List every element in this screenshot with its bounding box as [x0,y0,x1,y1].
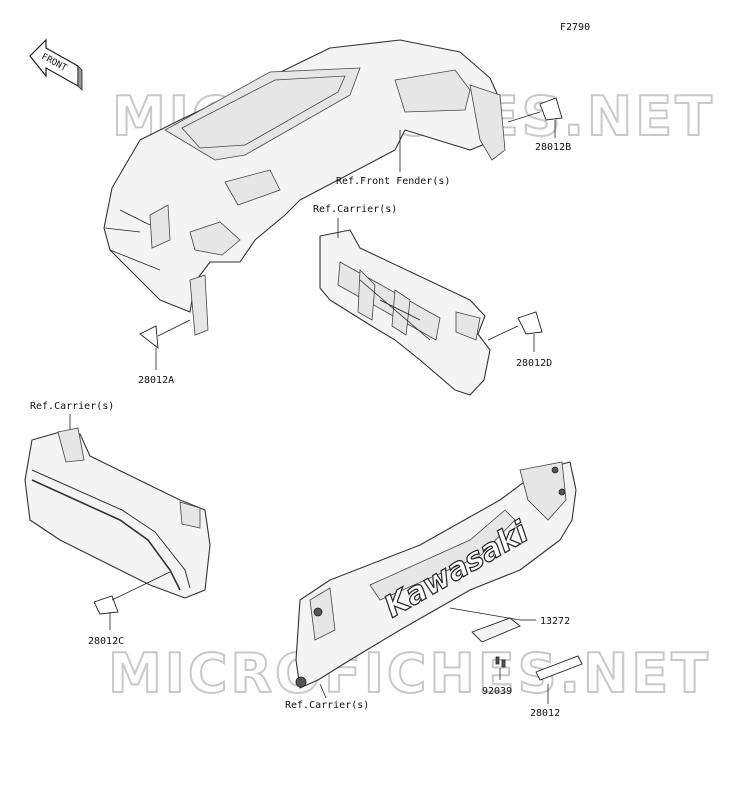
carrier-side-panel-part [319,229,491,396]
tailgate-part [295,461,577,689]
callout-13272: 13272 [540,616,570,627]
front-arrow-icon: FRONT [29,38,83,91]
callout-28012c: 28012C [88,636,124,647]
callout-ref-carrier-3: Ref.Carrier(s) [285,700,369,711]
front-cowl-part [103,39,506,336]
decal-28012c-shape [93,595,119,615]
decal-28012-shape [535,655,583,681]
callout-92039: 92039 [482,686,512,697]
screw-92039-shape [495,656,506,668]
callout-28012a: 28012A [138,375,174,386]
callout-ref-front-fender: Ref.Front Fender(s) [336,176,450,187]
figure-code: F2790 [560,22,590,33]
decal-28012d-shape [517,311,543,335]
plate-13272-shape [471,617,521,643]
callout-28012b: 28012B [535,142,571,153]
callout-28012d: 28012D [516,358,552,369]
left-side-panel-part [24,427,211,599]
watermark-bottom: MICROFICHES.NET [108,642,711,705]
decal-28012b-shape [539,97,563,121]
callout-ref-carrier-2: Ref.Carrier(s) [30,401,114,412]
callout-28012: 28012 [530,708,560,719]
decal-28012a-shape [139,325,159,349]
callout-ref-carrier-1: Ref.Carrier(s) [313,204,397,215]
